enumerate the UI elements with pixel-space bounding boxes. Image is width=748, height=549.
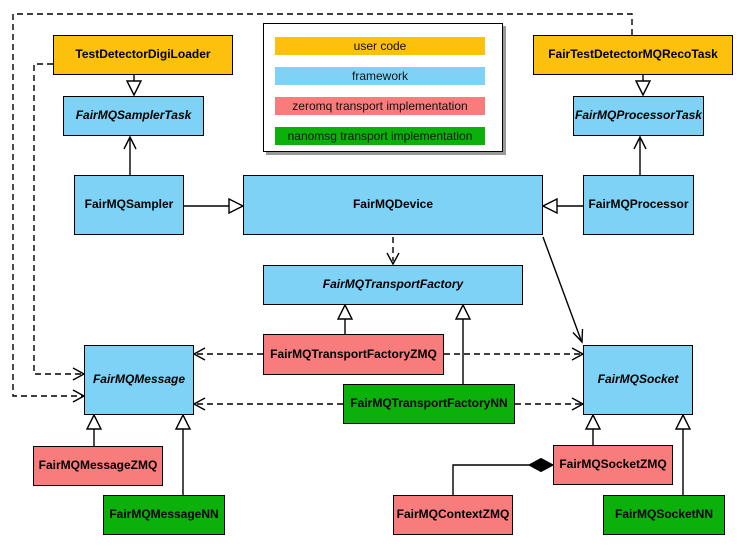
node-label: FairMQTransportFactory bbox=[322, 277, 464, 292]
node-fairmqsocketzmq: FairMQSocketZMQ bbox=[553, 445, 673, 485]
edge-fairmqtransportfactoryzmq-fairmqtransportfactory bbox=[336, 303, 354, 334]
edge-fairmqsocketnn-fairmqsocket bbox=[674, 413, 692, 495]
edge-fairmqsampler-fairmqdevice bbox=[184, 197, 245, 215]
node-label: TestDetectorDigiLoader bbox=[75, 47, 211, 62]
node-label: FairMQSamplerTask bbox=[75, 108, 192, 123]
edge-fairmqtransportfactoryzmq-fairmqmessage bbox=[192, 347, 263, 361]
node-fairmqcontextzmq: FairMQContextZMQ bbox=[393, 495, 513, 535]
edge-fairmqprocessor-fairmqdevice bbox=[541, 197, 583, 215]
node-label: FairMQTransportFactoryZMQ bbox=[270, 346, 437, 361]
node-fairmqsampler: FairMQSampler bbox=[74, 175, 184, 235]
edge-fairmqcontextzmq-fairmqsocketzmq bbox=[452, 457, 555, 495]
legend-item-user-code: user code bbox=[275, 37, 485, 55]
legend-item-zeromq: zeromq transport implementation bbox=[275, 97, 485, 115]
node-label: FairMQSampler bbox=[84, 197, 174, 212]
node-fairmqtransportfactoryzmq: FairMQTransportFactoryZMQ bbox=[263, 334, 444, 375]
node-label: FairMQMessageNN bbox=[109, 507, 219, 522]
node-fairmqtransportfactory: FairMQTransportFactory bbox=[263, 265, 523, 305]
edge-fairmqdevice-fairmqsocket bbox=[542, 236, 584, 344]
node-label: FairMQSocket bbox=[597, 372, 679, 387]
node-fairmqmessage: FairMQMessage bbox=[84, 345, 194, 415]
edge-fairmqmessagezmq-fairmqmessage bbox=[85, 413, 103, 446]
node-fairmqmessagezmq: FairMQMessageZMQ bbox=[33, 446, 163, 486]
edge-fairmqtransportfactorynn-fairmqtransportfactory bbox=[454, 303, 472, 384]
node-label: FairMQMessage bbox=[92, 372, 186, 387]
edge-fairmqsampler-fairmqsamplertask bbox=[123, 135, 137, 175]
node-label: FairMQProcessor bbox=[588, 197, 689, 212]
node-label: FairTestDetectorMQRecoTask bbox=[548, 47, 718, 62]
edge-fairmqtransportfactorynn-fairmqmessage bbox=[192, 397, 343, 411]
edge-fairmqprocessor-fairmqprocessortask bbox=[633, 135, 647, 175]
node-fairmqsamplertask: FairMQSamplerTask bbox=[63, 96, 204, 136]
edge-fairmqmessagenn-fairmqmessage bbox=[174, 413, 192, 495]
node-fairmqprocessortask: FairMQProcessorTask bbox=[573, 96, 704, 136]
edge-fairmqdevice-fairmqtransportfactory bbox=[386, 237, 400, 266]
legend-label: nanomsg transport implementation bbox=[287, 129, 473, 143]
node-label: FairMQContextZMQ bbox=[396, 507, 510, 522]
node-fairmqdevice: FairMQDevice bbox=[243, 175, 543, 235]
edge-fairmqtransportfactoryzmq-fairmqsocket bbox=[444, 347, 585, 361]
node-fairmqmessagenn: FairMQMessageNN bbox=[103, 495, 225, 535]
legend-label: user code bbox=[353, 39, 407, 53]
node-label: FairMQSocketNN bbox=[614, 507, 714, 522]
node-fairtestdetectormqrecotask: FairTestDetectorMQRecoTask bbox=[533, 35, 733, 75]
legend-label: zeromq transport implementation bbox=[292, 99, 468, 113]
node-fairmqtransportfactorynn: FairMQTransportFactoryNN bbox=[343, 384, 515, 424]
edge-fairtestdetectormqrecotask-fairmqprocessortask bbox=[634, 75, 652, 97]
edge-fairmqtransportfactorynn-fairmqsocket bbox=[515, 397, 585, 411]
node-label: FairMQTransportFactoryNN bbox=[350, 396, 508, 411]
node-fairmqprocessor: FairMQProcessor bbox=[583, 175, 694, 235]
legend-item-nanomsg: nanomsg transport implementation bbox=[275, 127, 485, 145]
node-label: FairMQProcessorTask bbox=[575, 108, 702, 123]
node-label: FairMQDevice bbox=[352, 197, 434, 212]
legend-item-framework: framework bbox=[275, 67, 485, 85]
legend: user code framework zeromq transport imp… bbox=[263, 23, 503, 152]
node-testdetectordigiloader: TestDetectorDigiLoader bbox=[53, 35, 233, 75]
legend-label: framework bbox=[351, 69, 408, 83]
node-label: FairMQMessageZMQ bbox=[38, 458, 158, 473]
node-fairmqsocketnn: FairMQSocketNN bbox=[603, 495, 725, 535]
edge-fairmqsocketzmq-fairmqsocket bbox=[584, 413, 602, 445]
edge-testdetectordigiloader-fairmqsamplertask bbox=[125, 75, 143, 97]
node-fairmqsocket: FairMQSocket bbox=[583, 345, 693, 415]
node-label: FairMQSocketZMQ bbox=[559, 457, 667, 472]
